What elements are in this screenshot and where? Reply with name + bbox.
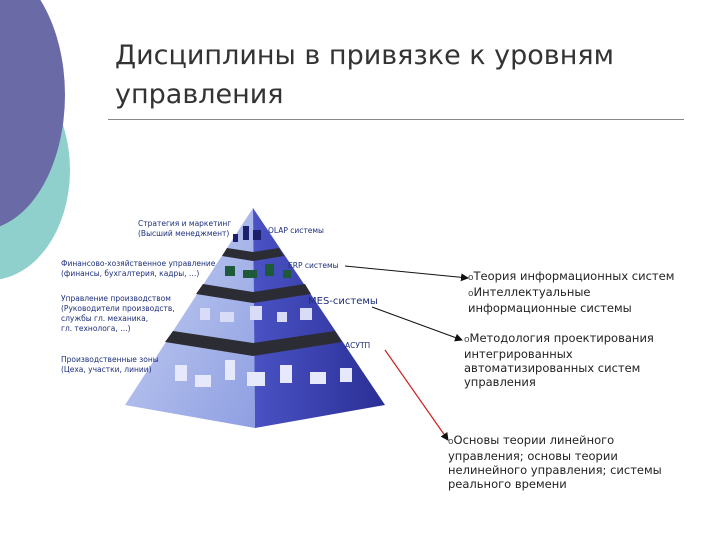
- level-label-production-management: Управление производством (Руководители п…: [61, 294, 177, 333]
- system-label-acutp: АСУТП: [345, 341, 370, 350]
- note-item: управления; основы теории: [448, 449, 618, 463]
- note-item: интегрированных: [464, 347, 573, 361]
- note-item: Основы теории линейного: [453, 433, 615, 447]
- slide-title-line2: управления: [115, 79, 284, 110]
- level-label-production-zones: Производственные зоны (Цеха, участки, ли…: [61, 355, 161, 374]
- slide-title-line1: Дисциплины в привязке к уровням: [115, 40, 614, 71]
- note-item: Теория информационных систем: [473, 269, 675, 283]
- system-label-erp: ERP системы: [288, 261, 339, 270]
- note-item: автоматизированных систем: [464, 361, 641, 375]
- separator-band-1: [222, 248, 284, 261]
- bullet-icon: o: [468, 289, 474, 299]
- note-item: реального времени: [448, 477, 567, 491]
- note-group-integrated-systems: oМетодология проектирования интегрирован…: [464, 331, 704, 389]
- system-label-mes: MES-системы: [308, 296, 378, 307]
- management-pyramid: Стратегия и маркетинг (Высший менеджмент…: [61, 208, 385, 428]
- level-label-finance: Финансово-хозяйственное управление (фина…: [61, 259, 218, 278]
- equipment-tier-2: [225, 264, 291, 278]
- pyramid-right-face: [253, 208, 385, 428]
- level-label-strategy: Стратегия и маркетинг (Высший менеджмент…: [138, 219, 234, 238]
- equipment-tier-3: [200, 306, 312, 322]
- note-item: Методология проектирования: [469, 331, 654, 345]
- note-item: нелинейного управления; системы: [448, 463, 662, 477]
- system-label-olap: OLAP системы: [268, 226, 324, 235]
- note-item: информационные системы: [468, 301, 632, 315]
- separator-band-3: [165, 331, 342, 356]
- note-item: управления: [464, 375, 536, 389]
- title-divider: [108, 119, 684, 120]
- separator-band-2: [196, 284, 311, 303]
- corner-decoration: [0, 0, 70, 280]
- equipment-tier-1: [233, 226, 261, 242]
- bullet-icon: o: [464, 335, 470, 345]
- note-group-information-systems: oТеория информационных систем oИнтеллект…: [468, 269, 708, 315]
- note-item: Интеллектуальные: [473, 285, 591, 299]
- purple-shape: [0, 0, 65, 227]
- bullet-icon: o: [468, 273, 474, 283]
- pyramid-left-face: [125, 208, 255, 428]
- equipment-tier-4: [175, 360, 352, 387]
- bullet-icon: o: [448, 437, 454, 447]
- note-group-control-theory: oОсновы теории линейного управления; осн…: [448, 433, 708, 491]
- slide-title: Дисциплины в привязке к уровням управлен…: [115, 36, 705, 114]
